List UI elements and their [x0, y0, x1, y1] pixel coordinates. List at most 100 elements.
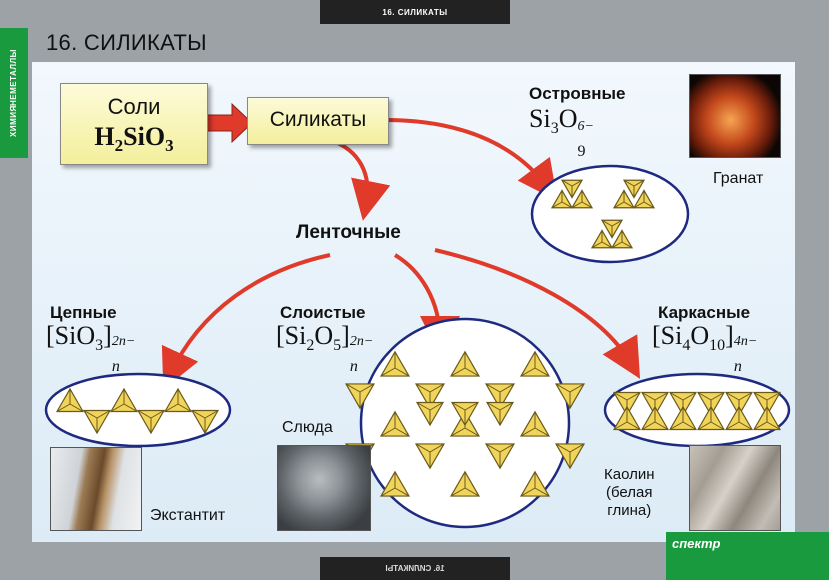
island-tetra — [590, 229, 614, 249]
silicates-label: Силикаты — [269, 108, 367, 131]
tetrahedra-group — [55, 179, 782, 497]
chain-tetra — [163, 387, 193, 413]
kaolin-caption: Каолин (белая глина) — [604, 466, 655, 520]
layer-tetra — [484, 443, 516, 470]
island-tetra — [632, 189, 656, 209]
source-f-base: H — [94, 122, 115, 151]
page-title: 16. СИЛИКАТЫ — [46, 30, 207, 55]
frame-s2: 10 — [709, 337, 726, 355]
frame-tetra-top — [724, 391, 754, 417]
layer-tetra — [519, 410, 551, 437]
frame-s1: 4 — [682, 337, 691, 355]
layer-tetra — [449, 470, 481, 497]
island-tetra — [570, 189, 594, 209]
layer-tetra — [554, 443, 586, 470]
chain-bc: ] — [103, 321, 112, 350]
frame-formula: [Si4O10]4n− n — [652, 321, 768, 375]
frame-tetra-bottom — [696, 405, 726, 431]
arrow-to-frame — [434, 248, 641, 379]
kaolin-line3: глина) — [607, 502, 652, 519]
layer-bc: ] — [341, 321, 350, 350]
source-f-sub2: 3 — [165, 136, 174, 156]
mica-caption: Слюда — [282, 419, 333, 436]
layer-tetra — [519, 470, 551, 497]
arrow-to-chain — [161, 253, 331, 390]
garnet-caption: Гранат — [713, 170, 764, 187]
enstatite-photo — [50, 447, 142, 531]
layer-tetra — [449, 350, 481, 377]
layer-tetra — [450, 401, 480, 427]
layer-tetra — [379, 470, 411, 497]
layer-tetra — [415, 401, 445, 427]
frame-charge: 4n− — [733, 334, 758, 349]
frame-tetra-bottom — [612, 405, 642, 431]
chain-tetra — [109, 387, 139, 413]
mica-photo — [277, 445, 371, 531]
chain-f1: SiO — [54, 321, 96, 350]
frame-bo: [ — [652, 321, 661, 350]
chain-name: Цепные — [50, 303, 117, 322]
frame-n: n — [733, 358, 742, 375]
layer-tetra — [554, 383, 586, 410]
layer-n: n — [349, 358, 358, 375]
enstatite-caption: Экстантит — [150, 507, 226, 524]
chain-tetra — [190, 409, 220, 435]
frame-f1: Si — [660, 321, 683, 350]
frame-tetra-bottom — [640, 405, 670, 431]
kaolin-photo — [689, 445, 781, 531]
ribbon-label: Ленточные — [296, 222, 401, 243]
chain-formula: [SiO3]2n− n — [46, 321, 146, 375]
frame-ellipse — [603, 372, 791, 448]
frame-bc: ] — [725, 321, 734, 350]
layer-tetra — [414, 443, 446, 470]
block-arrow — [203, 102, 253, 144]
logo-text: спектр — [672, 536, 721, 551]
island-tetra — [560, 179, 584, 199]
island-tetra — [612, 189, 636, 209]
arrow-to-ribbon — [329, 138, 391, 221]
garnet-photo — [689, 74, 781, 158]
frame-f2: O — [690, 321, 710, 350]
island-s1: 3 — [550, 120, 559, 138]
source-formula: H2SiO3 — [61, 122, 207, 156]
layer-tetra — [485, 401, 515, 427]
source-f-sub1: 2 — [114, 136, 124, 156]
island-name: Островные — [529, 84, 626, 103]
chain-tetra — [55, 387, 85, 413]
bottom-title-bar: 16. СИЛИКАТЫ — [320, 557, 510, 580]
silicates-box: Силикаты — [247, 97, 389, 145]
layer-bo: [ — [276, 321, 285, 350]
chain-tetra — [82, 409, 112, 435]
chain-charge: 2n− — [111, 334, 136, 349]
island-s2: 9 — [577, 143, 586, 160]
island-tetra — [550, 189, 574, 209]
layer-charge: 2n− — [349, 334, 374, 349]
frame-tetra-bottom — [668, 405, 698, 431]
layer-tetra — [379, 350, 411, 377]
island-f1: Si — [529, 104, 551, 133]
layer-f1: Si — [284, 321, 307, 350]
chain-tetra — [136, 409, 166, 435]
source-f-mid: SiO — [123, 122, 166, 151]
frame-tetra-top — [640, 391, 670, 417]
publisher-logo: спектр — [666, 532, 829, 580]
top-title-bar: 16. СИЛИКАТЫ — [320, 0, 510, 24]
chain-n: n — [111, 358, 120, 375]
island-f2: O — [558, 104, 578, 133]
source-salts-box: Соли H2SiO3 — [60, 83, 208, 165]
kaolin-line1: Каолин — [604, 466, 655, 483]
chain-bo: [ — [46, 321, 55, 350]
layer-tetra — [484, 383, 516, 410]
island-tetra — [622, 179, 646, 199]
chain-s1: 3 — [95, 337, 104, 355]
layer-tetra — [344, 383, 376, 410]
kaolin-line2: (белая — [606, 484, 653, 501]
layer-name: Слоистые — [280, 303, 366, 322]
island-tetra — [610, 229, 634, 249]
layer-s1: 2 — [306, 337, 315, 355]
frame-name: Каркасные — [658, 303, 751, 322]
frame-tetra-bottom — [752, 405, 782, 431]
layer-formula: [Si2O5]2n−n — [276, 321, 384, 375]
